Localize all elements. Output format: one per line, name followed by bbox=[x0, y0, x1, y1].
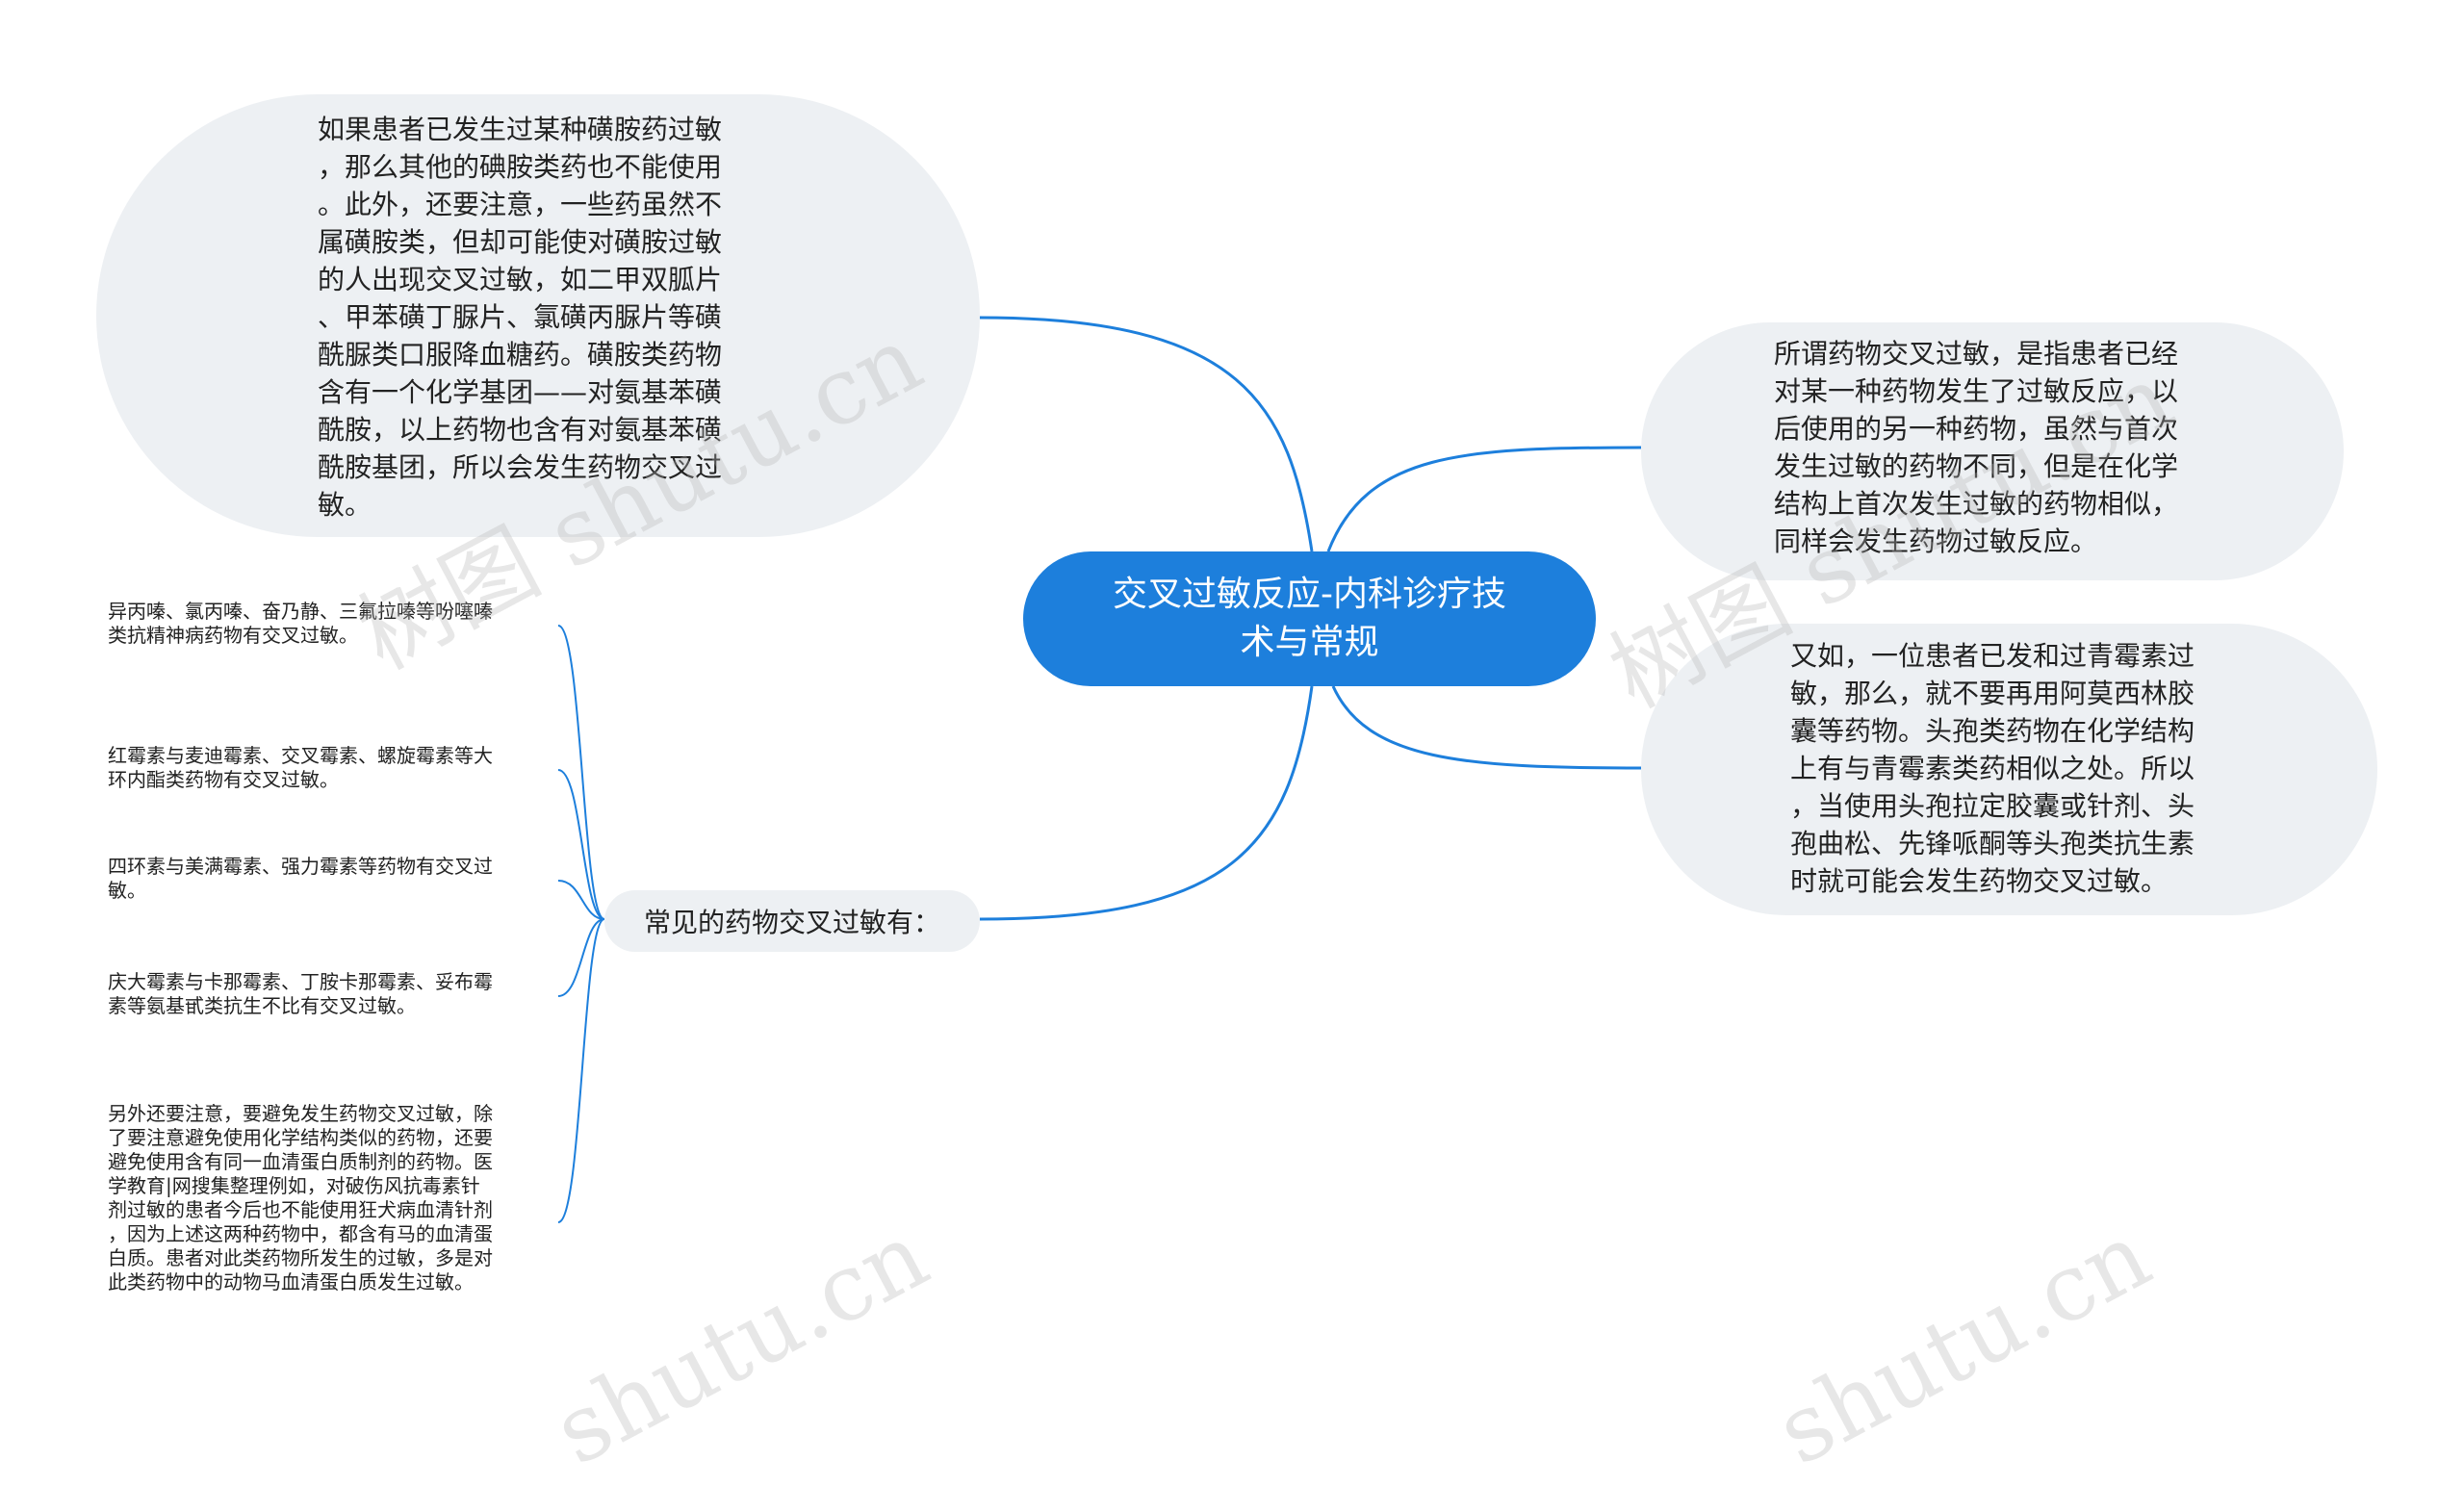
connector-common-item-4 bbox=[557, 918, 605, 997]
common-label-node[interactable]: 常见的药物交叉过敏有： bbox=[604, 890, 980, 952]
connector-common-item-3 bbox=[557, 880, 605, 920]
connector-root-top-left bbox=[979, 316, 1314, 552]
common-item-1: 异丙嗪、氯丙嗪、奋乃静、三氟拉嗪等吩噻嗪 类抗精神病药物有交叉过敏。 bbox=[108, 600, 493, 647]
root-node[interactable]: 交叉过敏反应-内科诊疗技 术与常规 bbox=[1023, 551, 1596, 686]
connector-common-item-5 bbox=[557, 918, 605, 1223]
common-label-text: 常见的药物交叉过敏有： bbox=[643, 907, 940, 938]
right-top-bubble bbox=[1641, 322, 2344, 580]
top-left-text: 如果患者已发生过某种磺胺药过敏 ，那么其他的碘胺类药也不能使用 。此外，还要注意… bbox=[318, 114, 723, 521]
connector-lines bbox=[557, 316, 1642, 1223]
connector-root-right-bottom bbox=[1331, 685, 1642, 770]
right-top-text: 所谓药物交叉过敏，是指患者已经 对某一种药物发生了过敏反应，以 后使用的另一种药… bbox=[1774, 338, 2179, 557]
connector-root-right-top bbox=[1326, 446, 1642, 552]
connector-common-item-1 bbox=[557, 625, 605, 920]
right-bottom-bubble bbox=[1641, 624, 2377, 915]
right-bottom-text: 又如，一位患者已发和过青霉素过 敏，那么，就不要再用阿莫西林胶 囊等药物。头孢类… bbox=[1790, 640, 2195, 897]
common-item-5: 另外还要注意，要避免发生药物交叉过敏，除 了要注意避免使用化学结构类似的药物，还… bbox=[108, 1102, 493, 1294]
common-item-3: 四环素与美满霉素、强力霉素等药物有交叉过 敏。 bbox=[108, 855, 493, 902]
top-left-bubble bbox=[96, 94, 980, 537]
common-item-2: 红霉素与麦迪霉素、交叉霉素、螺旋霉素等大 环内酯类药物有交叉过敏。 bbox=[108, 744, 493, 791]
root-title: 交叉过敏反应-内科诊疗技 术与常规 bbox=[1113, 575, 1506, 662]
connector-root-common bbox=[979, 685, 1314, 921]
connector-common-item-2 bbox=[557, 769, 605, 920]
common-item-4: 庆大霉素与卡那霉素、丁胺卡那霉素、妥布霉 素等氨基甙类抗生不比有交叉过敏。 bbox=[108, 970, 493, 1017]
